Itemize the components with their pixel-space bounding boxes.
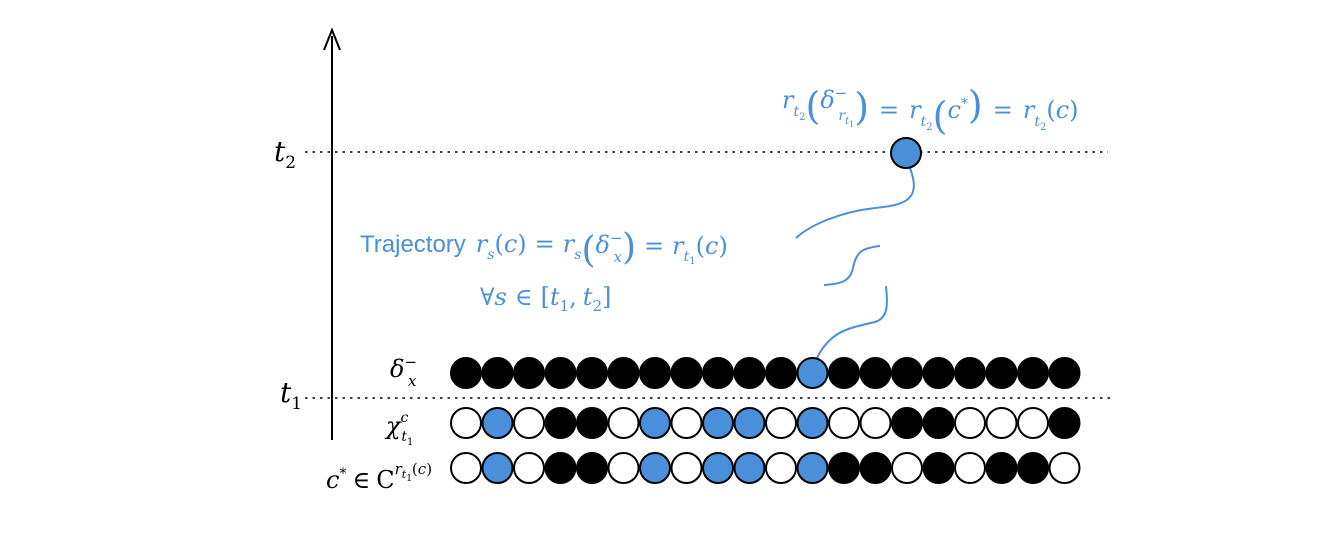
- delta-x-node: [859, 357, 892, 389]
- c-star-node: [733, 452, 766, 484]
- c-star-node: [828, 452, 860, 484]
- delta-x-node: [796, 357, 829, 389]
- chi-t1-node: [985, 407, 1018, 439]
- chi-t1-node: [513, 407, 545, 439]
- delta-x-node: [954, 357, 986, 389]
- chi-t1-node: [765, 407, 797, 439]
- c-star-node: [765, 452, 797, 484]
- chi-t1-node: [607, 407, 640, 439]
- delta-x-node: [576, 357, 608, 389]
- delta-x-node: [1048, 357, 1081, 389]
- c-star-node: [576, 452, 608, 484]
- delta-x-node: [607, 357, 640, 389]
- chi-t1-node: [733, 407, 766, 439]
- delta-x-node: [481, 357, 514, 389]
- delta-x-node: [639, 357, 671, 389]
- delta-x-node: [702, 357, 734, 389]
- chi-t1-node: [891, 407, 923, 439]
- c-star-node: [670, 452, 703, 484]
- delta-x-node: [1017, 357, 1049, 389]
- row-chi-t1: [450, 407, 1081, 439]
- delta-x-node: [922, 357, 955, 389]
- t2-label: t2: [274, 135, 296, 173]
- row-label-delta-x: δ−x: [390, 353, 417, 390]
- delta-x-node: [670, 357, 703, 389]
- chi-t1-node: [544, 407, 577, 439]
- c-star-node: [954, 452, 986, 484]
- delta-x-node: [891, 357, 923, 389]
- delta-x-node: [765, 357, 797, 389]
- c-star-node: [544, 452, 577, 484]
- delta-x-node: [828, 357, 860, 389]
- trajectory-label: Trajectory rs(c)=rs(δ−x)=rt1(c): [360, 227, 728, 271]
- c-star-node: [859, 452, 892, 484]
- chi-t1-node: [702, 407, 734, 439]
- delta-x-node: [733, 357, 766, 389]
- c-star-node: [481, 452, 514, 484]
- chi-t1-node: [481, 407, 514, 439]
- time-axis-arrowhead: [323, 27, 341, 51]
- delta-x-node: [544, 357, 577, 389]
- delta-x-node: [513, 357, 545, 389]
- chi-t1-node: [954, 407, 986, 439]
- c-star-node: [1017, 452, 1049, 484]
- c-star-node: [1048, 452, 1081, 484]
- row-label-cstar: c*∈Crt1(c): [326, 460, 432, 494]
- c-star-node: [607, 452, 640, 484]
- delta-x-node: [985, 357, 1018, 389]
- c-star-node: [639, 452, 671, 484]
- chi-t1-node: [859, 407, 892, 439]
- chi-t1-node: [450, 407, 482, 439]
- trajectory-curve-middle: [823, 245, 881, 286]
- trajectory-curve-upper: [795, 167, 915, 239]
- c-star-node: [922, 452, 955, 484]
- chi-t1-node: [576, 407, 608, 439]
- t1-label: t1: [280, 376, 302, 414]
- c-star-node: [985, 452, 1018, 484]
- chi-t1-node: [922, 407, 955, 439]
- chi-t1-node: [670, 407, 703, 439]
- chi-t1-node: [639, 407, 671, 439]
- c-star-node: [513, 452, 545, 484]
- forall-label: ∀s∈[t1,t2]: [480, 283, 611, 315]
- delta-x-node: [450, 357, 482, 389]
- trajectory-curve-lower: [815, 285, 888, 361]
- chi-t1-node: [796, 407, 829, 439]
- t2-node: [890, 137, 922, 169]
- chi-t1-node: [1048, 407, 1081, 439]
- row-c-star: [450, 452, 1081, 484]
- c-star-node: [702, 452, 734, 484]
- row-delta-x: [450, 357, 1081, 389]
- c-star-node: [891, 452, 923, 484]
- c-star-node: [450, 452, 482, 484]
- chi-t1-node: [1017, 407, 1049, 439]
- top-formula: rt2(δ−rt1)=rt2(c*)=rt2(c): [782, 83, 1079, 138]
- c-star-node: [796, 452, 829, 484]
- chi-t1-node: [828, 407, 860, 439]
